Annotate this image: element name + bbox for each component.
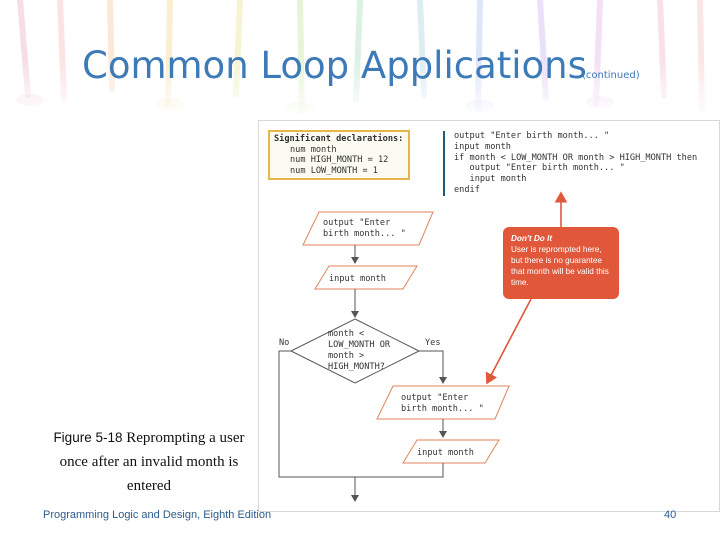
callout-text: User is reprompted here, but there is no… [511,244,611,288]
output-text-line: output "Enter [401,393,468,403]
merge-line [355,463,443,477]
decision-text-line: month < [328,329,364,339]
figure-label: Figure 5-18 [53,430,122,445]
callout-arrow-down [487,299,531,383]
decision-text-line: month > [328,351,364,361]
decision-text-line: HIGH_MONTH? [328,362,385,372]
flowchart: output "Enter birth month... " input mon… [259,121,719,511]
callout-title: Don't Do It [511,233,611,244]
slide-title: Common Loop Applications [82,44,587,87]
dont-do-it-callout: Don't Do It User is reprompted here, but… [503,227,619,299]
merge-line [279,391,355,477]
input-text: input month [329,274,386,284]
no-label: No [279,338,289,348]
figure-caption: Figure 5-18 Reprompting a user once afte… [44,426,254,498]
page-number: 40 [664,509,676,521]
yes-branch-line [419,351,443,383]
input-text: input month [417,448,474,458]
slide-title-suffix: (continued) [582,70,640,81]
yes-label: Yes [425,338,441,348]
no-branch-line [279,351,291,391]
decision-text-line: LOW_MONTH OR [328,340,391,350]
output-text-line: output "Enter [323,218,390,228]
figure-panel: Significant declarations: num month num … [258,120,720,512]
output-text-line: birth month... " [401,404,484,414]
output-text-line: birth month... " [323,229,406,239]
slide-footer: Programming Logic and Design, Eighth Edi… [43,509,271,521]
